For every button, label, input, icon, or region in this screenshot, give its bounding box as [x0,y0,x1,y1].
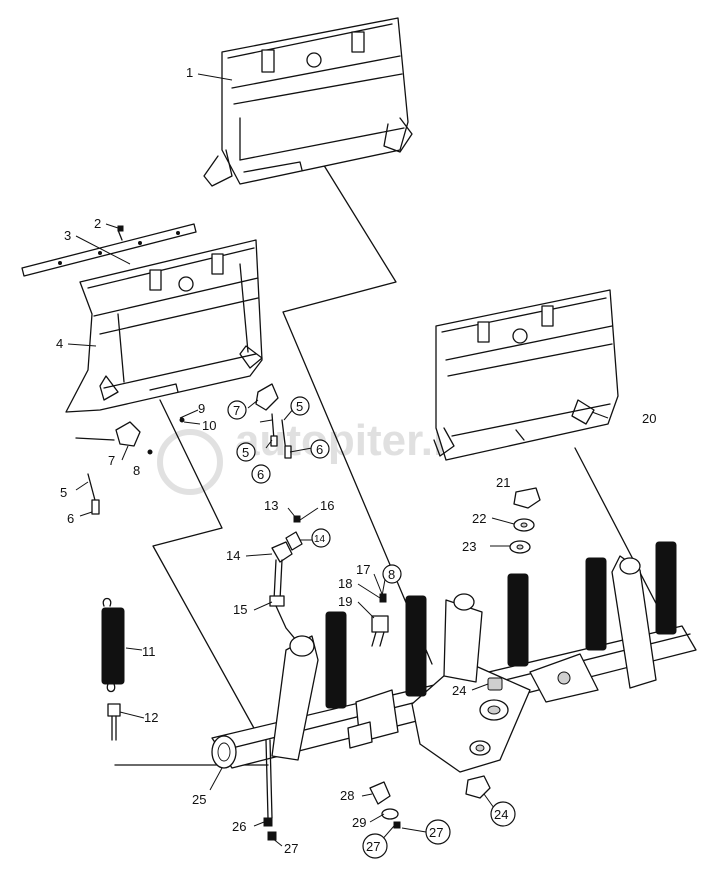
blade-4 [65,239,263,413]
washers [509,487,541,554]
callout-ring [251,464,271,484]
callout-15: 15 [233,602,247,617]
callout-3: 3 [64,228,71,243]
callout-7-circled: 7 [233,403,240,418]
callout-6-circled: 6 [316,442,323,457]
callout-ring [425,819,451,845]
callout-21: 21 [496,475,510,490]
cutting-edge-strip-3 [21,223,197,277]
callout-16: 16 [320,498,334,513]
callout-20: 20 [642,411,656,426]
callout-ring [382,564,402,584]
callout-23: 23 [462,539,476,554]
callout-14-circled: 14 [314,534,326,545]
callout-5-circled: 5 [242,445,249,460]
main-frame [211,555,697,841]
callout-17: 17 [356,562,370,577]
blade-20 [433,289,619,461]
callout-5: 5 [60,485,67,500]
callouts: 1 2 3 4 5 5 5 6 6 6 7 7 8 8 9 10 11 12 1… [56,65,656,859]
callout-ring [227,400,247,420]
spring-11 [101,597,125,693]
frame-spring [585,557,607,651]
callout-2: 2 [94,216,101,231]
link-rod [269,515,303,641]
callout-27-circled: 27 [429,825,443,840]
callout-11: 11 [142,644,156,659]
callout-18: 18 [338,576,352,591]
callout-27-circled: 27 [366,839,380,854]
frame-spring [655,541,677,635]
callout-29: 29 [352,815,366,830]
blade-1 [203,17,413,187]
callout-6: 6 [67,511,74,526]
callout-5-circled: 5 [296,399,303,414]
callout-ring [490,801,516,827]
callout-10: 10 [202,418,216,433]
callout-13: 13 [264,498,278,513]
callout-8: 8 [133,463,140,478]
callout-27: 27 [284,841,298,856]
callout-ring [362,833,388,859]
leader-lines [67,73,609,847]
callout-8-circled: 8 [388,567,395,582]
callout-7: 7 [108,453,115,468]
callout-24-circled: 24 [494,807,508,822]
callout-12: 12 [144,710,158,725]
callout-14: 14 [226,548,240,563]
bolt-12 [107,703,121,741]
callout-22: 22 [472,511,486,526]
callout-ring [310,439,330,459]
frame-spring [405,595,427,697]
pin-assembly [371,593,389,647]
frame-spring [507,573,529,667]
callout-26: 26 [232,819,246,834]
callout-1: 1 [186,65,193,80]
callout-25: 25 [192,792,206,807]
callout-19: 19 [338,594,352,609]
callout-6-circled: 6 [257,467,264,482]
frame-springs [325,541,677,709]
callout-9: 9 [198,401,205,416]
callout-4: 4 [56,336,63,351]
frame-spring [325,611,347,709]
callout-24: 24 [452,683,466,698]
callout-28: 28 [340,788,354,803]
callout-ring [290,396,310,416]
callout-ring [311,528,331,548]
callout-ring [236,442,256,462]
